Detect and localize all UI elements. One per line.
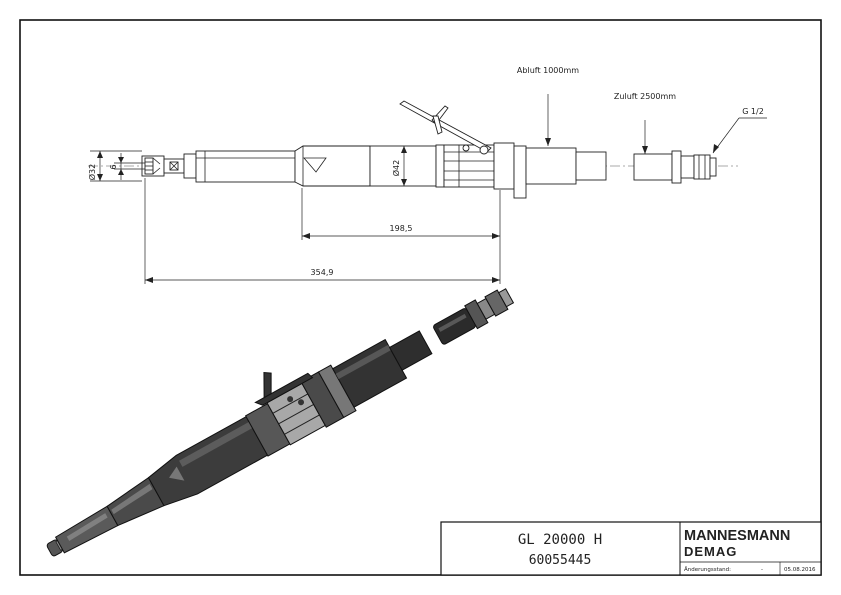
revision-date: 05.08.2016 bbox=[784, 567, 816, 573]
dim-six bbox=[114, 153, 145, 180]
front-tube bbox=[195, 150, 296, 183]
grip-section bbox=[294, 145, 371, 187]
dim-354-label: 354,9 bbox=[311, 268, 334, 277]
dim-354 bbox=[144, 178, 500, 284]
exhaust-annotation: Abluft 1000mm bbox=[517, 66, 579, 75]
revision-label: Änderungsstand: bbox=[684, 566, 731, 573]
title-block: GL 20000 H 60055445 MANNESMANN DEMAG Änd… bbox=[440, 521, 822, 576]
supply-annotation: Zuluft 2500mm bbox=[614, 92, 676, 101]
motor-housing bbox=[369, 142, 607, 199]
dim-dia-32-label: Ø32 bbox=[87, 164, 97, 180]
brand-logo-line2: DEMAG bbox=[684, 544, 737, 559]
dim-six-label: 6 bbox=[109, 164, 118, 169]
isometric-render bbox=[46, 288, 515, 557]
dim-dia-42 bbox=[401, 146, 407, 186]
supply-fitting bbox=[633, 150, 717, 184]
product-name: GL 20000 H bbox=[518, 532, 602, 548]
leaders bbox=[545, 94, 767, 154]
throttle-lever bbox=[399, 100, 492, 155]
thread-annotation: G 1/2 bbox=[742, 107, 764, 116]
dim-dia-42-label: Ø42 bbox=[391, 160, 401, 176]
brand-logo-line1: MANNESMANN bbox=[684, 528, 790, 544]
part-number: 60055445 bbox=[529, 553, 592, 568]
collet-nose bbox=[141, 153, 197, 179]
dim-198-label: 198,5 bbox=[390, 224, 413, 233]
side-view: Ø32 6 Ø42 198,5 354,9 Abluft 1000mm Zulu… bbox=[87, 66, 767, 284]
dim-198 bbox=[301, 188, 501, 284]
revision-value: - bbox=[761, 567, 763, 573]
dim-dia-32 bbox=[90, 150, 142, 182]
